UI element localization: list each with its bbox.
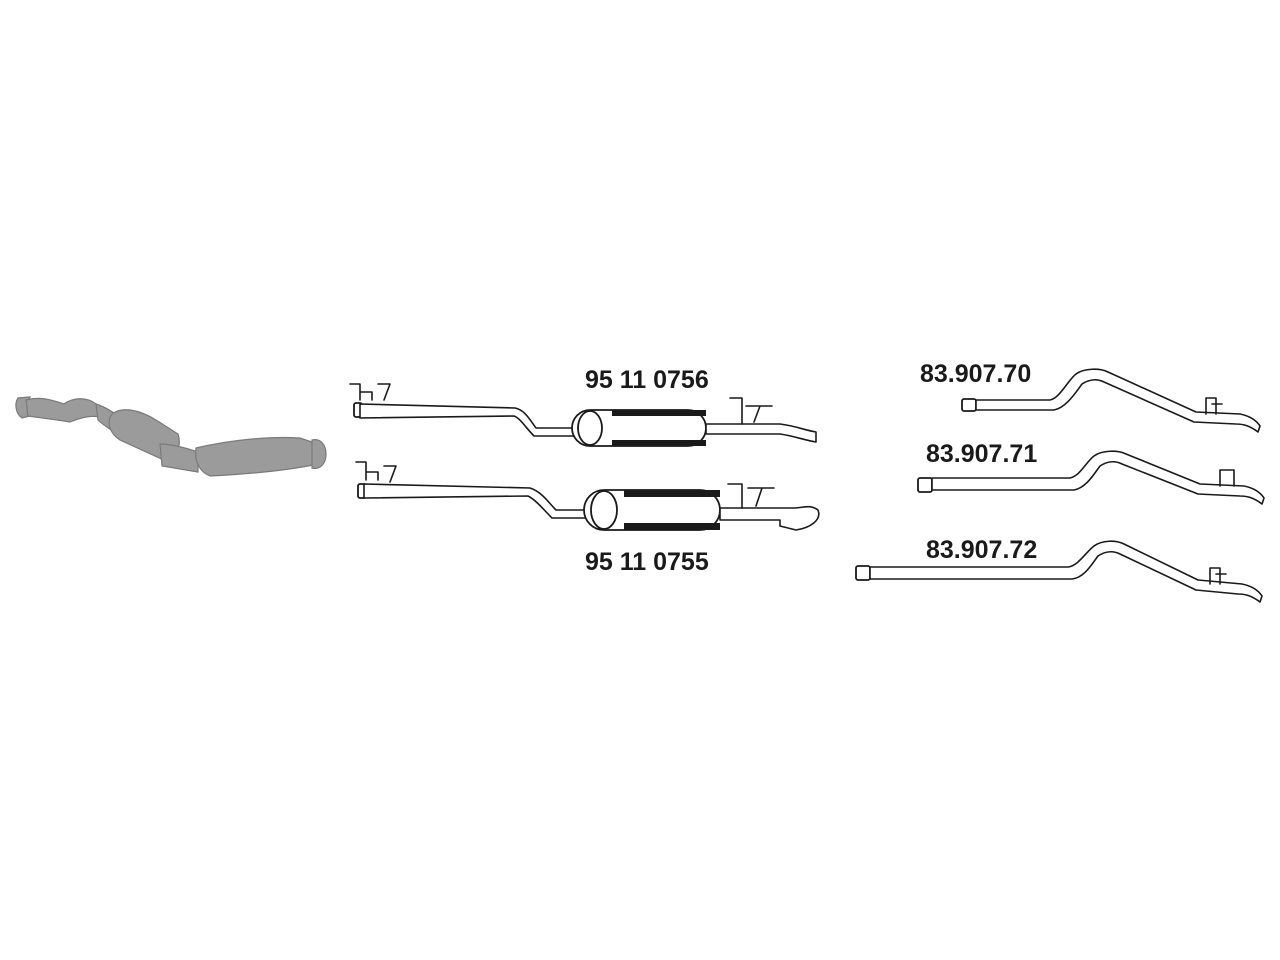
muffler-assembly-lower[interactable]: 95 11 0755 [355,461,820,576]
part-label-8390770: 83.907.70 [920,360,1031,388]
part-label-8390771: 83.907.71 [926,440,1037,468]
tail-pipe-2[interactable]: 83.907.71 [917,440,1265,505]
part-label-95110756: 95 11 0756 [585,366,709,394]
part-label-8390772: 83.907.72 [926,536,1037,564]
catalytic-front-pipe[interactable] [15,396,327,477]
tail-pipe-1[interactable]: 83.907.70 [920,360,1261,433]
tail-pipe-3[interactable]: 83.907.72 [855,536,1263,603]
part-label-95110755: 95 11 0755 [585,548,709,576]
muffler-assembly-upper[interactable]: 95 11 0756 [349,366,817,447]
